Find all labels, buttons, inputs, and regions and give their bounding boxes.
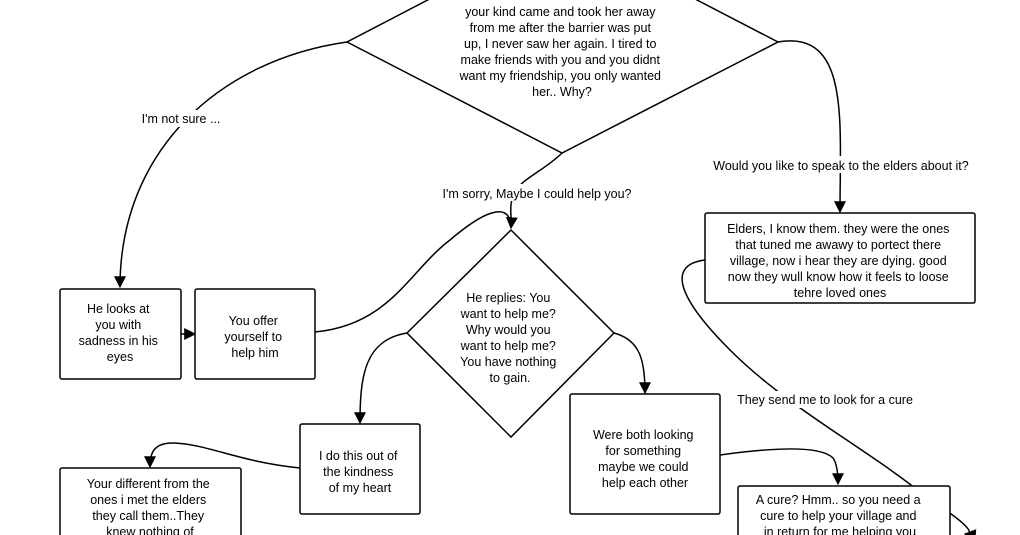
edge-replies-to-looking — [613, 332, 651, 395]
decision-he-replies-diamond — [405, 228, 616, 439]
label-im-sorry: I'm sorry, Maybe I could help you? — [442, 187, 631, 201]
label-not-sure: I'm not sure ... — [142, 112, 221, 126]
edge-top-to-looks — [114, 41, 348, 289]
decision-why-diamond — [345, 0, 780, 154]
box-kindness — [299, 423, 421, 515]
edge-top-to-elders — [777, 40, 847, 214]
node-text-elders: Elders, I know them. they were the ones … — [727, 222, 953, 300]
edge-offer-to-replies — [314, 211, 511, 333]
edge-looking-to-cure — [719, 448, 844, 486]
box-a-cure — [737, 485, 951, 535]
box-you-offer — [194, 288, 316, 380]
node-texts: your kind came and took her away from me… — [79, 5, 953, 535]
node-text-looks: He looks at you with sadness in his eyes — [79, 302, 162, 364]
edge-labels: I'm not sure ... I'm sorry, Maybe I coul… — [136, 110, 980, 408]
shapes — [59, 0, 976, 535]
box-elders — [704, 212, 976, 304]
node-text-cure: A cure? Hmm.. so you need a cure to help… — [756, 493, 924, 535]
label-send-cure: They send me to look for a cure — [737, 393, 913, 407]
node-text-kindness: I do this out of the kindness of my hear… — [319, 449, 401, 495]
edge-replies-to-kindness — [354, 332, 408, 425]
node-text-top: your kind came and took her away from me… — [459, 5, 665, 99]
node-text-offer: You offer yourself to help him — [224, 314, 285, 360]
box-both-looking — [569, 393, 721, 515]
box-he-looks — [59, 288, 182, 380]
label-speak-to-elders: Would you like to speak to the elders ab… — [713, 159, 969, 173]
node-text-different: Your different from the ones i met the e… — [87, 477, 213, 535]
node-text-looking: Were both looking for something maybe we… — [593, 428, 697, 490]
edge-elders-to-cure — [681, 259, 977, 535]
edge-kindness-to-different — [144, 442, 301, 469]
node-text-replies: He replies: You want to help me? Why wou… — [460, 291, 560, 385]
box-your-different — [59, 467, 242, 535]
